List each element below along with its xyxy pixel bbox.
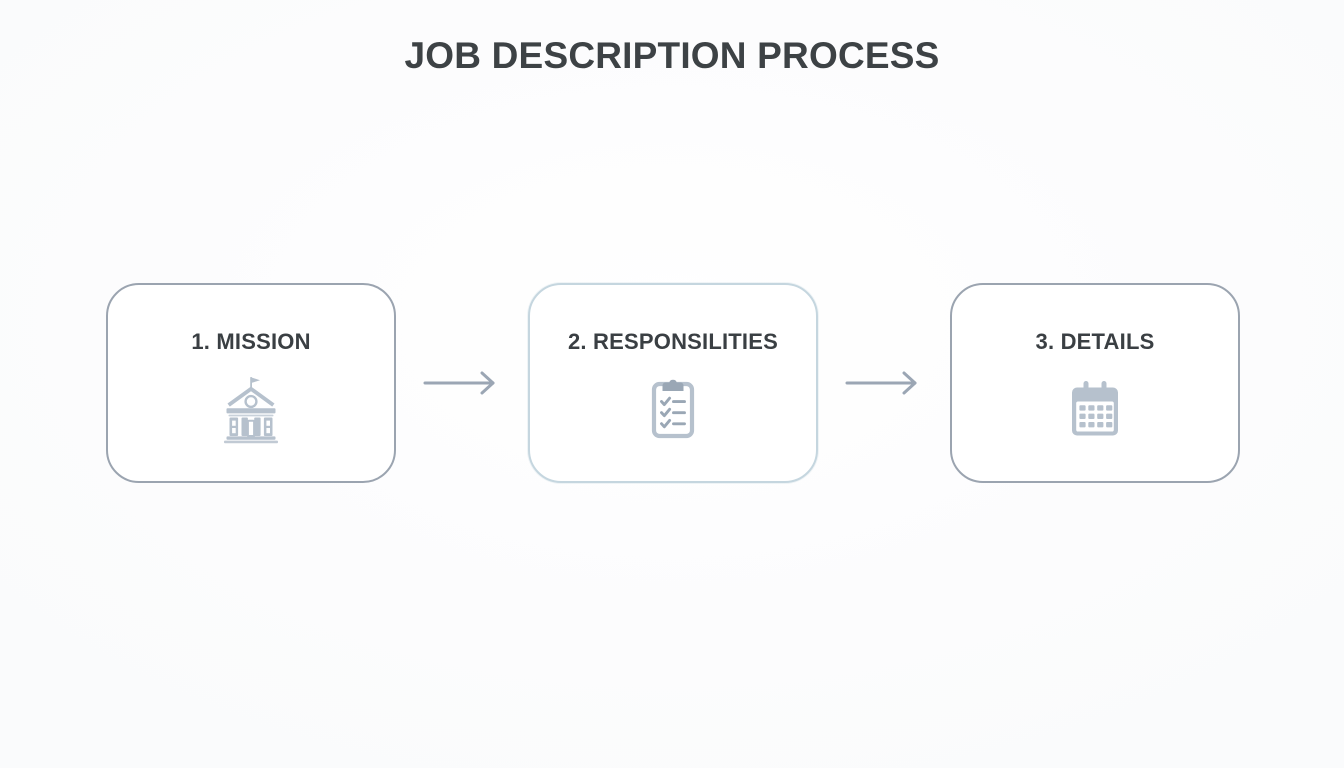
process-flow: 1. MISSION: [106, 283, 1240, 483]
calendar-icon: [1059, 373, 1131, 445]
page-title: JOB DESCRIPTION PROCESS: [404, 35, 940, 76]
government-building-icon: [215, 373, 287, 445]
arrow-right-icon: [423, 370, 501, 396]
arrow-right-icon: [845, 370, 923, 396]
process-step-label-1: 1. MISSION: [191, 329, 311, 354]
process-step-card-1[interactable]: 1. MISSION: [106, 283, 396, 483]
process-step-label-2: 2. RESPONSILITIES: [567, 329, 778, 354]
process-step-label-3: 3. DETAILS: [1035, 329, 1155, 354]
process-step-card-3[interactable]: 3. DETAILS: [950, 283, 1240, 483]
process-step-card-2[interactable]: 2. RESPONSILITIES: [528, 283, 818, 483]
clipboard-checklist-icon: [637, 373, 709, 445]
